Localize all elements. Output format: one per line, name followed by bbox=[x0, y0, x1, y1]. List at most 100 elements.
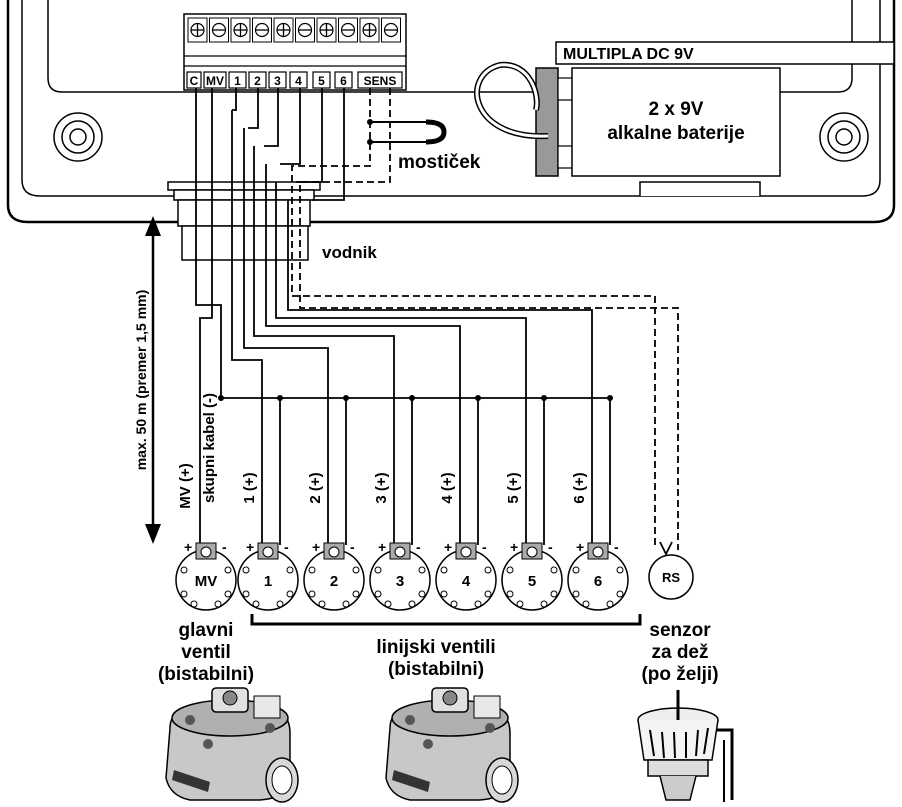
sensor-caption-line3: (po želji) bbox=[641, 664, 718, 685]
terminal-screw-icon bbox=[359, 17, 380, 43]
minus-label: - bbox=[548, 539, 553, 555]
station-wire bbox=[264, 88, 279, 147]
terminal-screw-icon bbox=[295, 17, 315, 43]
battery-compartment: MULTIPLA DC 9V 2 x 9V alkalne baterije bbox=[474, 41, 895, 177]
valve-label: 2 bbox=[330, 573, 338, 590]
terminal-6: 6 bbox=[334, 71, 353, 89]
valve-label: MV bbox=[195, 573, 218, 590]
station-wire bbox=[231, 110, 263, 545]
terminal-label: 4 bbox=[295, 74, 302, 88]
station-wire-label: 5 (+) bbox=[505, 472, 522, 503]
terminal-c: C bbox=[186, 71, 202, 89]
station-valve-5: + - 5 bbox=[501, 539, 563, 611]
mv-wire-label: MV (+) bbox=[177, 463, 194, 508]
wires bbox=[195, 88, 679, 557]
valve-body-icon bbox=[165, 687, 299, 803]
terminal-label: 3 bbox=[274, 74, 281, 88]
terminal-screw-icon bbox=[273, 17, 294, 43]
terminal-screw-icon bbox=[187, 17, 208, 43]
plus-label: + bbox=[378, 539, 386, 555]
terminal-label: MV bbox=[206, 74, 224, 88]
station-valve-3: + - 3 bbox=[369, 539, 431, 611]
valve-label: 4 bbox=[462, 573, 471, 590]
station-valve-4: + - 4 bbox=[435, 539, 497, 611]
minus-label: - bbox=[284, 539, 289, 555]
station-wire bbox=[287, 200, 593, 545]
valve-label: 3 bbox=[396, 573, 404, 590]
minus-label: - bbox=[614, 539, 619, 555]
captions: glavni ventil (bistabilni) linijski vent… bbox=[158, 620, 719, 685]
station-wire bbox=[265, 164, 461, 545]
terminal-label: 5 bbox=[318, 74, 325, 88]
common-wire-label: skupni kabel (-) bbox=[201, 393, 218, 503]
plus-label: + bbox=[184, 539, 192, 555]
terminal-screw-icon bbox=[338, 17, 358, 43]
controller-model-label: MULTIPLA DC 9V bbox=[563, 46, 694, 63]
station-valve-2: +-2 bbox=[303, 539, 365, 611]
station-wire bbox=[280, 88, 301, 165]
valve-label: 5 bbox=[528, 573, 536, 590]
common-wire bbox=[195, 88, 607, 399]
mv-wire bbox=[199, 88, 213, 545]
rain-sensor: RS bbox=[648, 554, 694, 600]
station-wire bbox=[275, 182, 527, 545]
terminal-label: 6 bbox=[340, 74, 347, 88]
distance-label: max. 50 m (premer 1,5 mm) bbox=[133, 290, 149, 471]
plus-label: + bbox=[510, 539, 518, 555]
sensor-wire bbox=[299, 88, 679, 550]
station-wire bbox=[312, 88, 345, 201]
plus-label: + bbox=[576, 539, 584, 555]
sensor-caption-line1: senzor bbox=[649, 620, 711, 641]
terminal-5: 5 bbox=[312, 71, 331, 89]
plus-label: + bbox=[444, 539, 452, 555]
master-caption-line2: ventil bbox=[181, 642, 231, 663]
right-screw-icon bbox=[819, 112, 869, 162]
cable-label: vodnik bbox=[322, 243, 377, 262]
sensor-wire bbox=[291, 88, 656, 548]
terminal-mv: MV bbox=[203, 71, 227, 89]
terminal-3: 3 bbox=[268, 71, 287, 89]
station-wire bbox=[232, 88, 237, 111]
terminal-4: 4 bbox=[289, 71, 308, 89]
valves: +-MV+-1+-2+-3+-4+-5+-6 bbox=[175, 539, 629, 611]
terminal-label: 2 bbox=[254, 74, 261, 88]
terminal-label: C bbox=[190, 74, 199, 88]
station-wire-label: 3 (+) bbox=[373, 472, 390, 503]
terminal-1: 1 bbox=[228, 71, 247, 89]
battery-label-line1: 2 x 9V bbox=[649, 99, 704, 120]
minus-label: - bbox=[222, 539, 227, 555]
terminal-screw-icon bbox=[209, 17, 229, 43]
station-wire-label: 6 (+) bbox=[571, 472, 588, 503]
rain-sensor-label: RS bbox=[662, 570, 680, 585]
terminal-sens: SENS bbox=[357, 71, 403, 89]
plus-label: + bbox=[246, 539, 254, 555]
valve-body-icon bbox=[385, 687, 519, 803]
terminal-screw-icon bbox=[230, 17, 251, 43]
valve-label: 6 bbox=[594, 573, 602, 590]
terminal-label: SENS bbox=[364, 74, 397, 88]
terminal-screw-icon bbox=[252, 17, 272, 43]
minus-label: - bbox=[350, 539, 355, 555]
minus-label: - bbox=[416, 539, 421, 555]
station-wire-label: 4 (+) bbox=[439, 472, 456, 503]
jumper-label: mostiček bbox=[398, 152, 481, 173]
minus-label: - bbox=[482, 539, 487, 555]
left-screw-icon bbox=[53, 112, 103, 162]
station-wire-label: 1 (+) bbox=[241, 472, 258, 503]
terminal-2: 2 bbox=[248, 71, 267, 89]
station-wire bbox=[253, 146, 395, 545]
distance-arrow: max. 50 m (premer 1,5 mm) bbox=[133, 216, 161, 544]
station-wire-label: 2 (+) bbox=[307, 472, 324, 503]
wire-labels: MV (+) skupni kabel (-) 1 (+) 2 (+) 3 (+) 4… bbox=[177, 393, 588, 509]
master-caption-line1: glavni bbox=[179, 620, 234, 641]
terminal-screw-icon bbox=[381, 17, 401, 43]
battery-label-line2: alkalne baterije bbox=[607, 123, 744, 144]
station-wire bbox=[243, 128, 329, 545]
valve-label: 1 bbox=[264, 573, 272, 590]
rain-sensor-icon bbox=[637, 690, 734, 802]
line-valves-caption-line1: linijski ventili bbox=[376, 637, 495, 658]
station-valve-1: + - 1 bbox=[237, 539, 299, 611]
jumper: mostiček bbox=[367, 119, 481, 173]
